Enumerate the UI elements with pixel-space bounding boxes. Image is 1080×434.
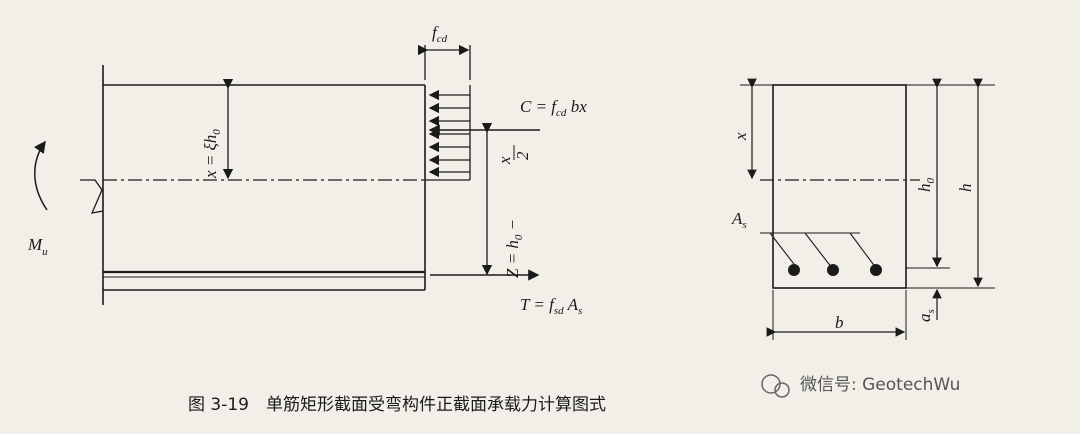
- tension-force: T = fsd As: [430, 269, 582, 317]
- moment-arrow: Mu: [27, 140, 48, 258]
- lever-fraction-den: 2: [513, 151, 532, 160]
- rebar-bar: [870, 264, 882, 276]
- section-h0-label: h0: [915, 178, 937, 193]
- section-b-label: b: [835, 313, 844, 332]
- cross-section: [740, 78, 995, 340]
- lever-arm-label: Z = h0 −: [503, 219, 525, 278]
- depth-label: x = ξh0: [201, 129, 223, 179]
- svg-text:微信号: GeotechWu: 微信号: GeotechWu: [800, 375, 960, 395]
- watermark: 微信号: GeotechWu: [761, 374, 960, 398]
- section-as-label: As: [731, 209, 747, 231]
- section-a-label: as: [915, 309, 937, 322]
- lever-fraction-num: x: [495, 156, 514, 165]
- moment-label: Mu: [27, 235, 48, 258]
- beam-elevation: [80, 65, 426, 305]
- stress-block: [417, 44, 471, 181]
- svg-text:T = fsd As: T = fsd As: [520, 295, 582, 317]
- rebar-bars: [788, 264, 882, 276]
- svg-text:C = fcd bx: C = fcd bx: [520, 97, 587, 119]
- section-x-label: x: [731, 132, 750, 141]
- stress-label: fcd: [432, 23, 448, 45]
- rebar-bar: [788, 264, 800, 276]
- rebar-bar: [827, 264, 839, 276]
- figure-caption: 图 3-19 单筋矩形截面受弯构件正截面承载力计算图式: [188, 395, 606, 415]
- section-h-label: h: [956, 184, 975, 193]
- compression-force: C = fcd bx: [428, 97, 587, 136]
